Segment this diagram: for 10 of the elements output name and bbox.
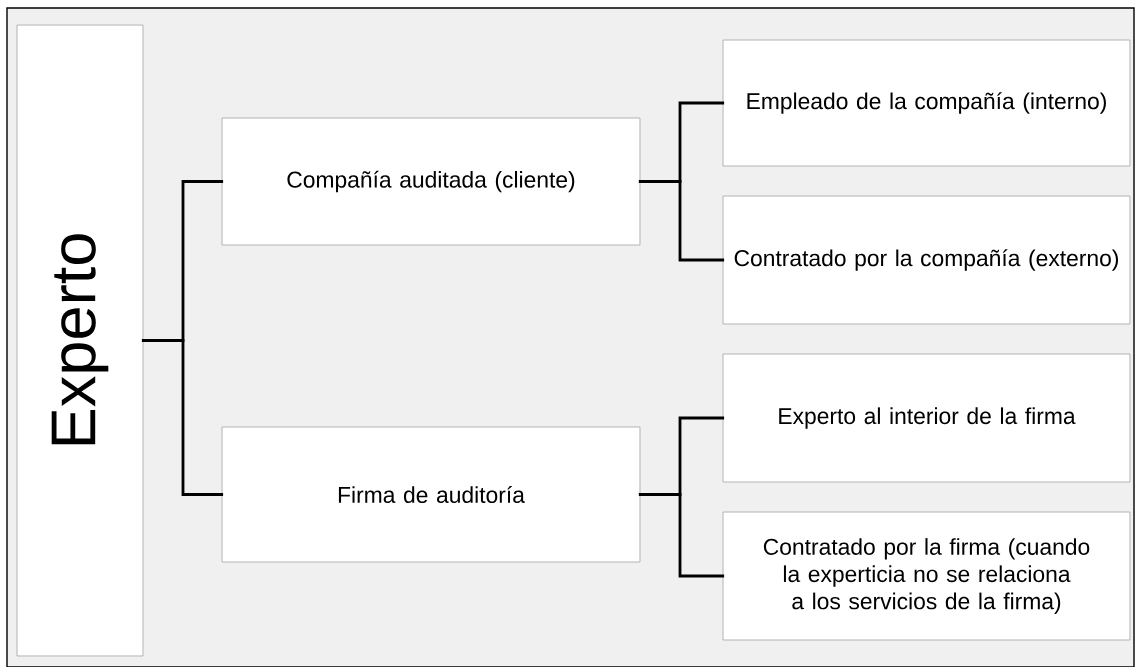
category-box: Compañía auditada (cliente) [221, 117, 641, 246]
category-box: Experto al interior de la firma [722, 353, 1131, 483]
category-box: Contratado por la firma (cuando la experticia no se relaciona a los servicios de la firma) [722, 511, 1131, 641]
category-box: Firma de auditoría [221, 426, 641, 563]
connector-line [638, 493, 725, 578]
connector-line [638, 180, 725, 262]
category-box: Contratado por la compañía (externo) [722, 195, 1131, 325]
category-box: Empleado de la compañía (interno) [722, 39, 1131, 167]
connector-line [141, 339, 224, 496]
title-box: Experto [16, 24, 144, 657]
